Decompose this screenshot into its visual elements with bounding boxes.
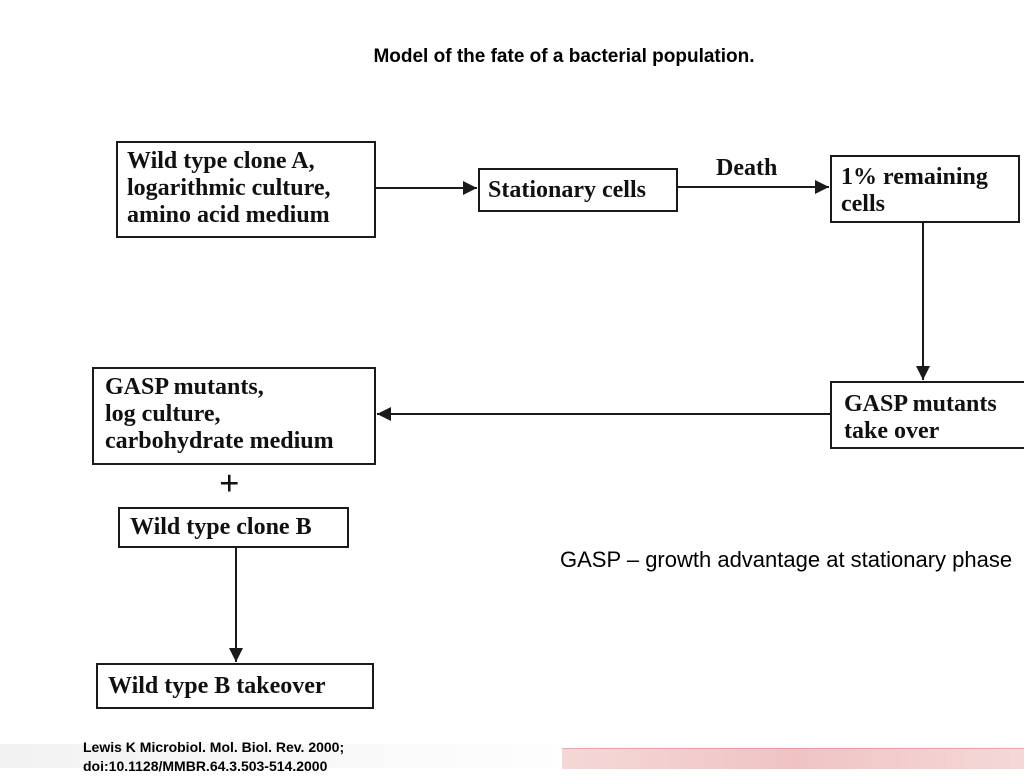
box-line: logarithmic culture,	[127, 175, 331, 201]
box-line: cells	[841, 191, 885, 217]
gasp-definition-note: GASP – growth advantage at stationary ph…	[560, 547, 1013, 572]
box-line: amino acid medium	[127, 202, 330, 228]
box-line: GASP mutants,	[105, 374, 264, 400]
box-line: Wild type clone B	[130, 514, 312, 540]
stationary-cells-box: Stationary cells	[478, 168, 678, 212]
gasp-log-culture-box: GASP mutants, log culture, carbohydrate …	[92, 367, 376, 465]
citation-line: doi:10.1128/MMBR.64.3.503-514.2000	[83, 758, 328, 774]
box-line: Wild type clone A,	[127, 148, 315, 174]
remaining-cells-box: 1% remaining cells	[830, 155, 1020, 223]
box-line: 1% remaining	[841, 164, 988, 190]
box-line: take over	[844, 418, 940, 444]
plus-sign: +	[219, 463, 240, 503]
footer-band	[0, 744, 1024, 768]
citation: Lewis K Microbiol. Mol. Biol. Rev. 2000;…	[83, 738, 344, 776]
box-line: carbohydrate medium	[105, 428, 334, 454]
wild-type-b-box: Wild type clone B	[118, 507, 349, 548]
journal-logo	[562, 748, 1024, 769]
wild-type-a-box: Wild type clone A, logarithmic culture, …	[116, 141, 376, 238]
wild-type-b-takeover-box: Wild type B takeover	[96, 663, 374, 709]
box-line: Wild type B takeover	[108, 673, 326, 699]
death-edge-label: Death	[716, 155, 778, 181]
slide-title: Model of the fate of a bacterial populat…	[373, 46, 755, 67]
box-line: Stationary cells	[488, 177, 646, 203]
citation-line: Lewis K Microbiol. Mol. Biol. Rev. 2000;	[83, 739, 345, 755]
box-line: log culture,	[105, 401, 221, 427]
gasp-takeover-box: GASP mutants take over	[830, 381, 1024, 449]
box-line: GASP mutants	[844, 391, 997, 417]
